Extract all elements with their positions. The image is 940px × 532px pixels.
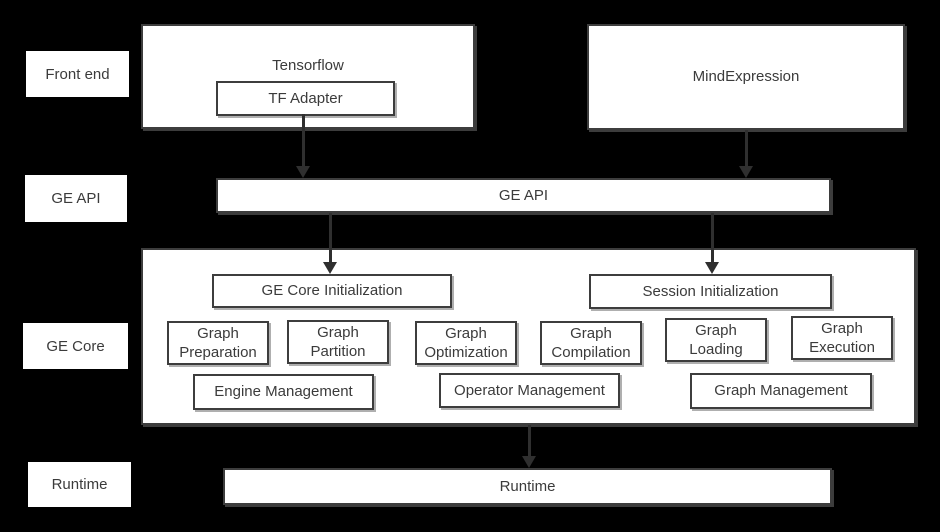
row-label-ge-core-text: GE Core <box>46 337 105 355</box>
mindexpression-box: MindExpression <box>587 24 905 130</box>
graph-preparation-box: Graph Preparation <box>167 321 269 365</box>
graph-loading-box: Graph Loading <box>665 318 767 362</box>
ge-api-bar: GE API <box>216 178 831 213</box>
tensorflow-label: Tensorflow <box>272 57 344 74</box>
arrow-ge-api-to-ge-core-initialization <box>329 213 332 263</box>
tf-adapter-box: TF Adapter <box>216 81 395 116</box>
session-initialization-box: Session Initialization <box>589 274 832 309</box>
ge-core-box: GE Core Initialization Session Initializ… <box>141 248 916 425</box>
graph-compilation-box: Graph Compilation <box>540 321 642 365</box>
ge-core-initialization-label: GE Core Initialization <box>261 282 403 300</box>
arrow-tf-adapter-to-ge-api <box>302 114 305 167</box>
tensorflow-box: Tensorflow TF Adapter <box>141 24 475 129</box>
graph-partition-label: Graph Partition <box>310 323 366 361</box>
graph-execution-label: Graph Execution <box>809 319 875 357</box>
session-initialization-label: Session Initialization <box>642 282 779 300</box>
engine-management-box: Engine Management <box>193 374 374 410</box>
graph-optimization-label: Graph Optimization <box>424 324 508 362</box>
graph-management-box: Graph Management <box>690 373 872 409</box>
tf-adapter-label: TF Adapter <box>268 89 343 107</box>
row-label-ge-core: GE Core <box>23 323 128 369</box>
row-label-ge-api: GE API <box>25 175 127 222</box>
graph-loading-label: Graph Loading <box>689 321 743 359</box>
arrow-ge-core-to-runtime <box>528 425 531 457</box>
operator-management-label: Operator Management <box>454 381 605 399</box>
graph-management-label: Graph Management <box>714 382 848 400</box>
row-label-runtime-text: Runtime <box>51 476 108 493</box>
arrow-mindexpression-to-ge-api <box>745 130 748 167</box>
row-label-front-end: Front end <box>26 51 129 97</box>
row-label-front-end-text: Front end <box>45 65 110 83</box>
runtime-bar-label: Runtime <box>499 477 556 495</box>
arrowhead-ge-api-to-session-initialization <box>705 262 719 274</box>
graph-optimization-box: Graph Optimization <box>415 321 517 365</box>
ge-core-initialization-box: GE Core Initialization <box>212 274 452 308</box>
arrowhead-ge-core-to-runtime <box>522 456 536 468</box>
arrowhead-tf-adapter-to-ge-api <box>296 166 310 178</box>
graph-compilation-label: Graph Compilation <box>551 324 631 362</box>
ge-api-bar-label: GE API <box>498 186 549 204</box>
arrowhead-mindexpression-to-ge-api <box>739 166 753 178</box>
arrowhead-ge-api-to-ge-core-initialization <box>323 262 337 274</box>
mindexpression-label: MindExpression <box>692 68 800 86</box>
graph-preparation-label: Graph Preparation <box>179 324 257 362</box>
engine-management-label: Engine Management <box>214 383 353 401</box>
graph-execution-box: Graph Execution <box>791 316 893 360</box>
row-label-runtime: Runtime <box>28 462 131 507</box>
graph-partition-box: Graph Partition <box>287 320 389 364</box>
arrow-ge-api-to-session-initialization <box>711 213 714 263</box>
runtime-bar: Runtime <box>223 468 832 505</box>
operator-management-box: Operator Management <box>439 373 620 408</box>
row-label-ge-api-text: GE API <box>51 190 101 207</box>
